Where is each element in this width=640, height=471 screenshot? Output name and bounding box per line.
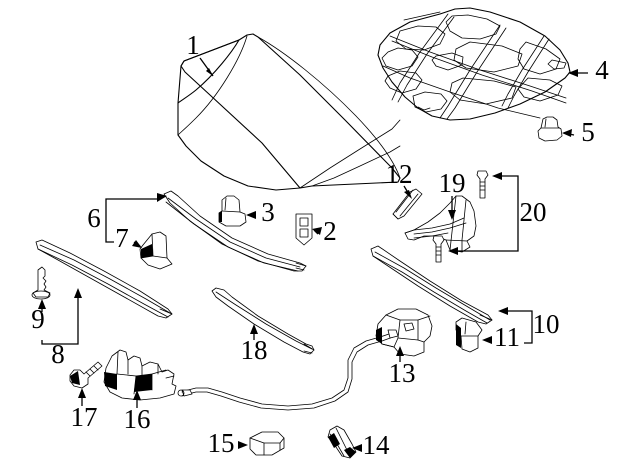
part-hinge-bolt-lower — [432, 235, 445, 263]
part-hood-release-cable — [177, 329, 399, 411]
part-hood-seal-side-strip — [35, 239, 173, 319]
callout-6: 6 — [87, 203, 101, 233]
part-seal-end-bracket — [139, 231, 173, 270]
part-hood-clip-square — [295, 213, 313, 246]
callout-7: 7 — [115, 223, 129, 253]
callout-12: 12 — [386, 159, 413, 189]
callout-11: 11 — [494, 322, 520, 352]
callout-2: 2 — [323, 216, 337, 246]
part-hood-seal-front-strip — [163, 190, 307, 272]
callout-17: 17 — [71, 402, 98, 432]
part-cable-grommet-block — [249, 431, 285, 456]
callout-10: 10 — [533, 309, 560, 339]
callout-19: 19 — [439, 168, 466, 198]
callout-leaders — [38, 57, 588, 452]
callout-15: 15 — [208, 428, 235, 458]
part-hood-release-handle — [103, 349, 177, 401]
callout-16: 16 — [124, 404, 151, 434]
part-seal-push-pin-clip — [31, 266, 51, 300]
part-hood-hinge — [404, 195, 477, 253]
part-hood-latch-assembly — [375, 308, 433, 357]
part-cable-retainer-clip — [327, 425, 357, 459]
part-hood-support-prop-rod — [211, 287, 315, 355]
callout-5: 5 — [581, 117, 595, 147]
part-seal-right-end-bracket — [455, 317, 483, 353]
callout-4: 4 — [595, 55, 609, 85]
part-hood-panel-outer — [177, 33, 401, 191]
callout-20: 20 — [520, 197, 547, 227]
callout-9: 9 — [31, 304, 45, 334]
part-insulator-grommet-clip — [537, 116, 563, 142]
part-release-handle-bolt — [69, 361, 103, 389]
callout-3: 3 — [261, 197, 275, 227]
part-hood-bumper-stopper — [218, 195, 247, 227]
callout-1: 1 — [186, 30, 200, 60]
part-hood-seal-right-strip — [370, 245, 493, 325]
callout-13: 13 — [389, 358, 416, 388]
part-hinge-bolt-upper — [476, 170, 489, 199]
callout-8: 8 — [51, 339, 65, 369]
part-hood-insulator-pad — [377, 7, 571, 121]
callout-14: 14 — [363, 430, 391, 460]
callout-18: 18 — [241, 335, 268, 365]
